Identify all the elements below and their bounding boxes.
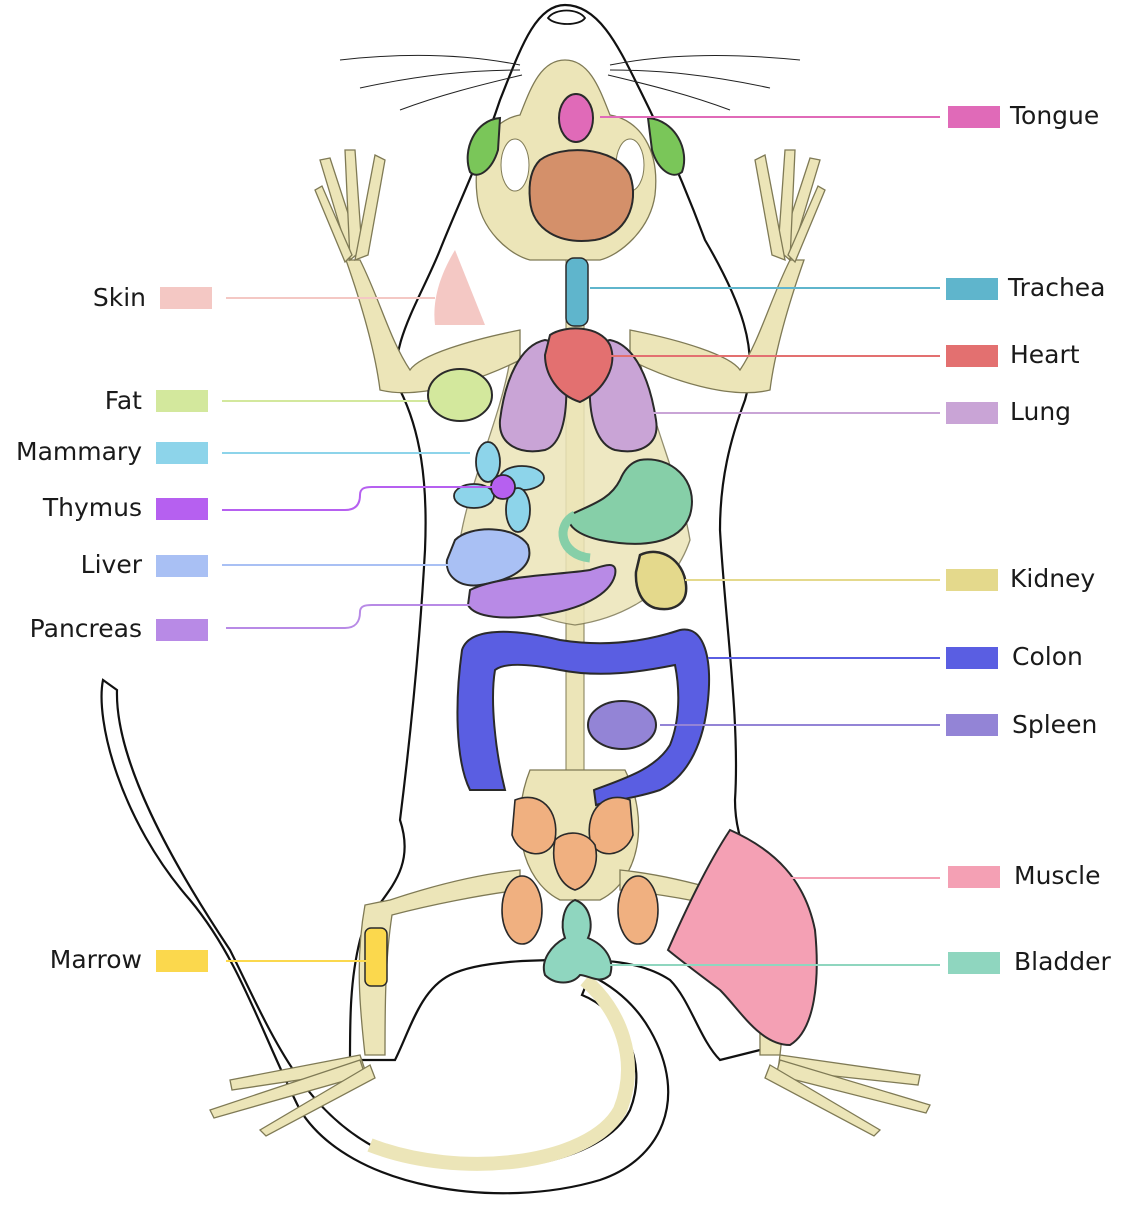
legend-item-trachea: Trachea [946,273,1106,302]
legend-label: Colon [1012,642,1083,671]
legend-label: Skin [93,283,146,312]
duodenum [558,510,591,563]
legend-label: Liver [81,550,143,579]
bladder-organ [542,898,613,984]
marrow-organ [364,927,388,987]
hind-paws [209,1054,931,1137]
nose [546,9,587,25]
legend-label: Marrow [50,945,142,974]
front-paws [314,149,826,264]
legend-item-muscle: Muscle [948,861,1101,890]
tongue-organ [558,93,594,143]
legend-item-bladder: Bladder [948,947,1112,976]
spleen-organ [587,700,657,750]
legend-item-heart: Heart [946,340,1080,369]
pancreas-organ [466,564,617,619]
fat-organ [427,368,493,422]
legend-item-marrow: Marrow [50,945,208,974]
legend-label: Pancreas [30,614,142,643]
left-leg-bone [358,869,521,1056]
whiskers [339,54,801,111]
legend-item-skin: Skin [93,283,212,312]
mammary-organ [453,441,545,533]
legend-right: Tongue Trachea Heart Lung Kidney Colon S… [946,101,1112,976]
legend-item-thymus: Thymus [42,493,208,522]
ear-right [646,116,686,176]
legend-item-mammary: Mammary [16,437,208,466]
legend-label: Heart [1010,340,1080,369]
legend-label: Lung [1010,397,1071,426]
legend-item-fat: Fat [105,386,208,415]
heart-organ [543,327,614,404]
brain [528,149,635,242]
legend-left: Skin Fat Mammary Thymus Liver Pancreas M… [16,283,212,974]
tail-vertebrae [367,974,635,1171]
legend-label: Muscle [1014,861,1101,890]
legend-label: Bladder [1014,947,1112,976]
eye-socket-left [500,138,530,192]
right-arm-bone [629,259,805,394]
legend-item-colon: Colon [946,642,1083,671]
liver-organ [445,528,531,587]
legend-item-kidney: Kidney [946,564,1095,593]
legend-label: Spleen [1012,710,1097,739]
legend-label: Mammary [16,437,142,466]
stomach [567,458,693,545]
ear-left [466,116,502,176]
legend-item-tongue: Tongue [948,101,1099,130]
legend-label: Thymus [42,493,142,522]
legend-label: Kidney [1010,564,1095,593]
legend-label: Tongue [1009,101,1099,130]
legend-item-spleen: Spleen [946,710,1097,739]
trachea-organ [565,257,589,327]
muscle-organ [666,828,818,1047]
reproductive-organs [501,796,659,945]
legend-item-liver: Liver [81,550,208,579]
legend-item-pancreas: Pancreas [30,614,208,643]
colon-organ [456,628,711,807]
skin-patch [434,250,485,325]
legend-label: Fat [105,386,142,415]
leader-lines [222,116,940,966]
kidney-organ [634,550,688,611]
legend-item-lung: Lung [946,397,1071,426]
tail-outline [100,678,670,1195]
legend-label: Trachea [1007,273,1106,302]
